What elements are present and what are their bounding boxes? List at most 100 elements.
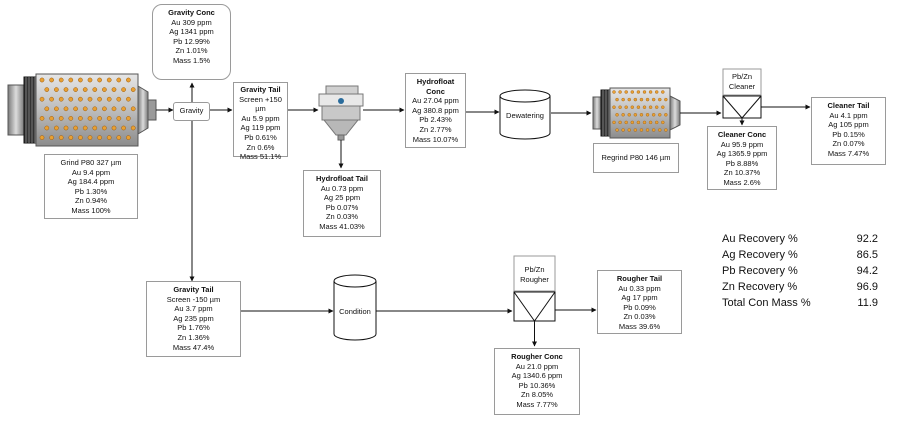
rougher-conc-line: Au 21.0 ppm [515, 361, 559, 371]
rougher-conc-line: Ag 1340.6 ppm [511, 371, 563, 381]
grinding-media [39, 135, 45, 140]
grinding-media [121, 87, 126, 92]
grinding-media [615, 128, 619, 132]
grinding-media [126, 135, 131, 140]
hydrofloat-tail-line: Au 0.73 ppm [320, 183, 364, 193]
recovery-label: Au Recovery % [722, 233, 798, 245]
grinding-media [621, 97, 625, 102]
cleaner-tail-line: Pb 0.15% [832, 129, 865, 139]
grinding-media [655, 90, 659, 94]
hydrofloat-cell [318, 85, 364, 141]
grinding-media [87, 77, 93, 83]
gravity-conc-line: Pb 12.99% [173, 36, 210, 46]
gravity-tail-fine-line: Mass 47.4% [172, 342, 215, 352]
grinding-media [58, 116, 64, 121]
grinding-media [68, 96, 74, 102]
primary-mill [7, 73, 157, 147]
cleaner-label: Pb/Zn Cleaner [723, 72, 761, 91]
grinding-media [636, 105, 641, 109]
grinding-media [627, 113, 631, 117]
grinding-media [54, 106, 59, 112]
grinding-media [642, 90, 647, 94]
cleaner-conc-line: Mass 2.6% [723, 177, 761, 187]
grinding-media [664, 128, 668, 132]
recovery-value: 86.5 [856, 249, 878, 261]
recovery-value: 92.2 [856, 233, 878, 245]
rougher-conc-line: Pb 10.36% [518, 380, 556, 390]
rougher-label-line: Pb/Zn [524, 265, 545, 274]
grinding-media [49, 116, 54, 121]
flow-connectors [156, 82, 811, 347]
dewatering-tank [499, 89, 551, 140]
grinding-media [116, 96, 122, 102]
grinding-media [636, 120, 641, 125]
grinding-media [116, 135, 122, 140]
rougher-tail-box: Rougher Tail Au 0.33 ppm Ag 17 ppm Pb 0.… [597, 270, 682, 334]
feed-line: Zn 0.94% [74, 196, 108, 206]
grinding-media [645, 128, 650, 132]
grinding-media [106, 116, 112, 121]
cleaner-tail-line: Au 4.1 ppm [829, 110, 868, 120]
recovery-summary: Au Recovery %92.2 Ag Recovery %86.5 Pb R… [722, 231, 878, 311]
grinding-media [97, 116, 102, 121]
recovery-label: Pb Recovery % [722, 265, 798, 277]
gravity-tail-coarse-line: Au 5.9 ppm [241, 113, 280, 123]
grinding-media [639, 113, 644, 117]
cleaner-conc-line: Zn 10.37% [723, 168, 761, 178]
gravity-tail-fine-box: Gravity Tail Screen -150 µm Au 3.7 ppm A… [146, 281, 241, 357]
cleaner-conc-line: Au 95.9 ppm [720, 139, 764, 149]
grinding-media [102, 125, 107, 131]
gravity-tail-coarse-line: Pb 0.61% [244, 132, 277, 142]
grinding-media [627, 128, 631, 132]
gravity-tail-coarse-box: Gravity Tail Screen +150 µm Au 5.9 ppm A… [233, 82, 288, 161]
grinding-media [58, 77, 64, 83]
grinding-media [633, 128, 638, 132]
grinding-media [648, 120, 653, 125]
gravity-tail-fine-line: Screen -150 µm [166, 294, 221, 304]
grinding-media [618, 90, 622, 94]
recovery-row: Zn Recovery %96.9 [722, 279, 878, 295]
cleaner-tail-line: Zn 0.07% [832, 139, 865, 149]
rougher-conc-box: Rougher Conc Au 21.0 ppm Ag 1340.6 ppm P… [494, 348, 580, 415]
rougher-tail-line: Pb 0.09% [623, 302, 656, 312]
cleaner-conc-title: Cleaner Conc [717, 130, 767, 139]
cleaner-label-line: Pb/Zn [731, 72, 752, 81]
recovery-label: Total Con Mass % [722, 297, 811, 309]
rougher-label: Pb/Zn Rougher [514, 265, 555, 284]
grinding-media [651, 113, 656, 117]
grinding-media [651, 128, 656, 132]
grinding-media [624, 90, 628, 94]
gravity-tail-coarse-title: Gravity Tail [240, 85, 281, 94]
grinding-media [658, 113, 662, 117]
hydrofloat-conc-line: Pb 2.43% [419, 115, 452, 125]
grinding-media [130, 125, 136, 131]
hydrofloat-tail-box: Hydrofloat Tail Au 0.73 ppm Ag 25 ppm Pb… [303, 170, 381, 237]
cleaner-tail-line: Ag 105 ppm [828, 120, 869, 130]
grinding-media [87, 135, 93, 140]
hydrofloat-conc-box: Hydrofloat Conc Au 27.04 ppm Ag 380.8 pp… [405, 73, 466, 148]
grinding-media [648, 90, 653, 94]
grinding-media [58, 96, 64, 102]
grinding-media [621, 113, 625, 117]
grinding-media [97, 135, 102, 140]
grinding-media [664, 97, 668, 102]
cleaner-conc-box: Cleaner Conc Au 95.9 ppm Ag 1365.9 ppm P… [707, 126, 777, 190]
recovery-value: 94.2 [856, 265, 878, 277]
gravity-conc-line: Zn 1.01% [175, 46, 208, 56]
grinding-media [618, 105, 622, 109]
rougher-tail-line: Mass 39.6% [618, 321, 661, 331]
grinding-media [49, 77, 54, 83]
grinding-media [126, 96, 131, 102]
hydrofloat-conc-line: Mass 10.07% [412, 134, 459, 144]
gravity-label: Gravity [179, 106, 204, 115]
rougher-tail-line: Zn 0.03% [623, 312, 656, 322]
grinding-media [630, 105, 634, 109]
grinding-media [618, 120, 622, 125]
grinding-media [116, 116, 122, 121]
grinding-media [612, 120, 616, 125]
gravity-tail-coarse-line: Screen +150 µm [239, 94, 282, 114]
hydrofloat-conc-line: Ag 380.8 ppm [412, 105, 459, 115]
cleaner-tail-title: Cleaner Tail [827, 101, 870, 110]
grinding-media [78, 135, 83, 140]
gravity-conc-line: Ag 1341 ppm [169, 27, 214, 37]
